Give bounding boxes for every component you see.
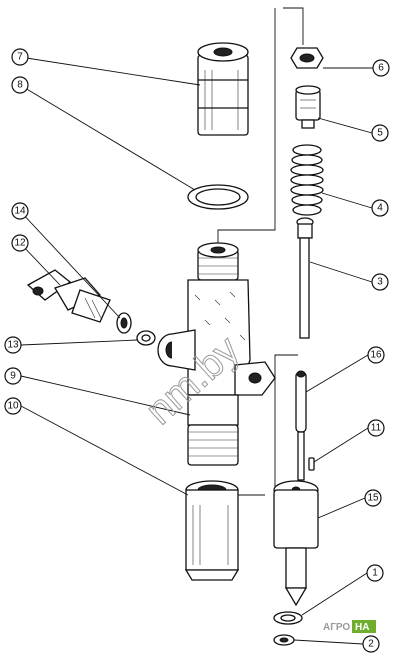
svg-text:5: 5 xyxy=(377,128,383,139)
part-nozzle-washer xyxy=(273,611,303,625)
logo-badge xyxy=(352,620,376,633)
part-inlet-washer xyxy=(136,330,156,346)
callout-4: 4 xyxy=(371,199,389,217)
svg-text:9: 9 xyxy=(10,371,16,382)
callout-7: 7 xyxy=(11,48,29,66)
callout-5: 5 xyxy=(371,124,389,142)
svg-text:6: 6 xyxy=(378,63,384,74)
part-spring xyxy=(290,144,324,216)
callout-12: 12 xyxy=(11,234,29,252)
svg-text:4: 4 xyxy=(377,203,383,214)
part-inlet-fitting xyxy=(26,269,111,323)
svg-text:10: 10 xyxy=(7,401,19,412)
callout-6: 6 xyxy=(372,59,390,77)
callout-1: 1 xyxy=(366,564,384,582)
callout-13: 13 xyxy=(4,336,22,354)
part-injector-body xyxy=(157,242,276,466)
callout-9: 9 xyxy=(4,367,22,385)
part-adjusting-nut xyxy=(290,47,324,69)
leader-lines xyxy=(19,56,373,645)
svg-text:16: 16 xyxy=(370,350,382,361)
callout-10: 10 xyxy=(4,397,22,415)
svg-text:13: 13 xyxy=(7,340,19,351)
callout-2: 2 xyxy=(362,635,380,653)
svg-text:1: 1 xyxy=(372,568,378,579)
svg-text:11: 11 xyxy=(371,423,382,434)
brand-logo: АГРО НА xyxy=(323,620,376,633)
svg-text:8: 8 xyxy=(17,80,23,91)
callout-3: 3 xyxy=(371,273,389,291)
svg-text:3: 3 xyxy=(377,277,383,288)
callout-16: 16 xyxy=(367,346,385,364)
part-adjusting-screw xyxy=(295,85,321,129)
part-sealing-washer xyxy=(187,184,249,210)
svg-text:2: 2 xyxy=(368,639,374,650)
svg-text:7: 7 xyxy=(17,52,23,63)
part-push-rod xyxy=(296,217,314,339)
logo-right-text: НА xyxy=(355,622,369,633)
callout-15: 15 xyxy=(364,489,382,507)
svg-text:15: 15 xyxy=(367,493,379,504)
part-small-washer xyxy=(273,634,295,646)
part-filter xyxy=(116,312,132,334)
callout-8: 8 xyxy=(11,76,29,94)
svg-text:14: 14 xyxy=(14,206,26,217)
callout-14: 14 xyxy=(11,202,29,220)
logo-left-text: АГРО xyxy=(323,622,350,633)
part-locating-pin xyxy=(308,457,315,471)
svg-text:12: 12 xyxy=(14,238,26,249)
part-nozzle-needle xyxy=(295,370,307,481)
part-cap-nut xyxy=(197,42,249,136)
part-nozzle-nut xyxy=(184,480,240,581)
callout-11: 11 xyxy=(367,419,385,437)
part-nozzle-body xyxy=(273,480,319,607)
